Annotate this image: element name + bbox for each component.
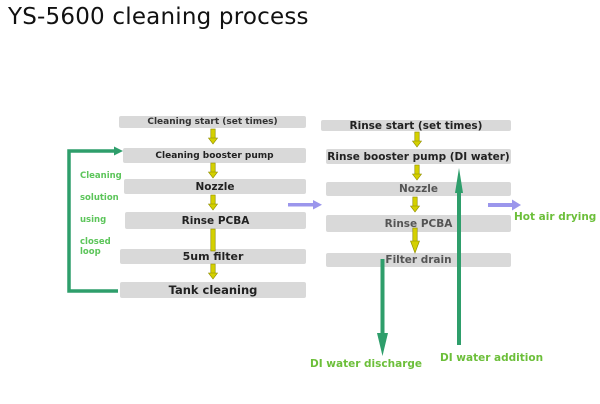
- label-hot-air-drying: Hot air drying: [514, 211, 597, 223]
- step-label: Nozzle: [399, 183, 438, 195]
- step-label: Cleaning booster pump: [155, 150, 274, 161]
- step-cleaning-booster-pump: Cleaning booster pump: [123, 148, 306, 163]
- loop-label-line: loop: [80, 247, 101, 257]
- flow-arrow-down: [208, 263, 218, 280]
- step-label: Rinse PCBA: [181, 214, 250, 227]
- step-label: Tank cleaning: [168, 283, 258, 297]
- flow-arrow-down: [412, 131, 422, 148]
- step-cleaning-start: Cleaning start (set times): [119, 116, 306, 128]
- loop-label-line: Cleaning: [80, 171, 122, 181]
- step-label: Cleaning start (set times): [147, 117, 278, 127]
- flow-arrow-down: [208, 128, 218, 145]
- flow-arrow-down: [210, 228, 216, 252]
- step-label: Rinse PCBA: [384, 217, 453, 230]
- hot-air-drying-arrow: [488, 199, 521, 211]
- di-water-discharge-arrow: [377, 259, 388, 356]
- step-rinse-pcba: Rinse PCBA: [125, 212, 306, 229]
- step-rinse-booster-pump: Rinse booster pump (DI water): [326, 149, 511, 164]
- step-rinse-start: Rinse start (set times): [321, 119, 511, 132]
- step-filter-drain: Filter drain: [326, 253, 511, 267]
- closed-loop-arrow: [67, 146, 123, 293]
- flow-arrow-down: [410, 196, 420, 213]
- flow-arrow-down: [208, 194, 218, 211]
- flow-arrow-down: [410, 227, 420, 254]
- step-nozzle: Nozzle: [124, 179, 306, 194]
- di-water-addition-arrow: [455, 168, 463, 345]
- step-rinse-nozzle: Nozzle: [326, 182, 511, 196]
- step-label: Rinse start (set times): [349, 119, 483, 132]
- label-di-water-discharge: DI water discharge: [310, 358, 423, 370]
- flow-arrow-down: [208, 162, 218, 179]
- step-label: Rinse booster pump (DI water): [327, 150, 510, 163]
- loop-label-line: closed: [80, 237, 111, 247]
- step-label: Filter drain: [385, 254, 452, 266]
- transfer-arrow: [288, 200, 322, 210]
- loop-label-line: using: [80, 215, 107, 225]
- label-di-water-addition: DI water addition: [440, 352, 544, 364]
- flow-arrow-down: [412, 164, 422, 181]
- step-label: 5um filter: [182, 250, 244, 263]
- step-rinse-rinse-pcba: Rinse PCBA: [326, 215, 511, 232]
- step-label: Nozzle: [195, 180, 235, 193]
- step-tank-cleaning: Tank cleaning: [120, 282, 306, 298]
- diagram-title: YS-5600 cleaning process: [8, 4, 309, 30]
- loop-label-line: solution: [80, 193, 119, 203]
- step-5um-filter: 5um filter: [120, 249, 306, 264]
